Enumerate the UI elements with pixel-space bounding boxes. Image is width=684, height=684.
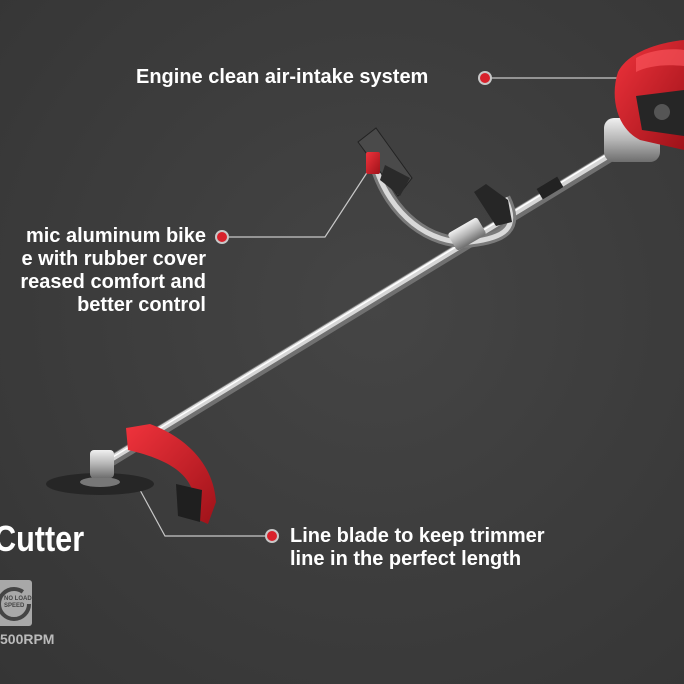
product-title: Cutter [0,518,85,559]
handle-callout-line: better control [77,294,206,316]
handle-callout-line: mic aluminum bike [25,225,206,247]
callout-dots [215,71,492,543]
engine-callout: Engine clean air-intake system [136,66,429,88]
badge-line2: SPEED [4,603,25,609]
shaft [100,142,630,470]
badge-line1: NO LOAD [4,596,32,602]
speed-value: 500RPM [0,631,55,647]
callout-lines [139,77,618,537]
handle-callout-line: reased comfort and [20,271,206,293]
engine [604,40,684,162]
handle-callout: mic aluminum bike e with rubber cover re… [20,225,206,317]
blade-callout: Line blade to keep trimmer line in the p… [290,525,545,571]
blade-callout-line: line in the perfect length [290,548,522,570]
handle-callout-line: e with rubber cover [21,248,207,270]
cutting-head [46,424,216,524]
handlebar [357,127,517,251]
blade-callout-line: Line blade to keep trimmer [290,525,545,547]
